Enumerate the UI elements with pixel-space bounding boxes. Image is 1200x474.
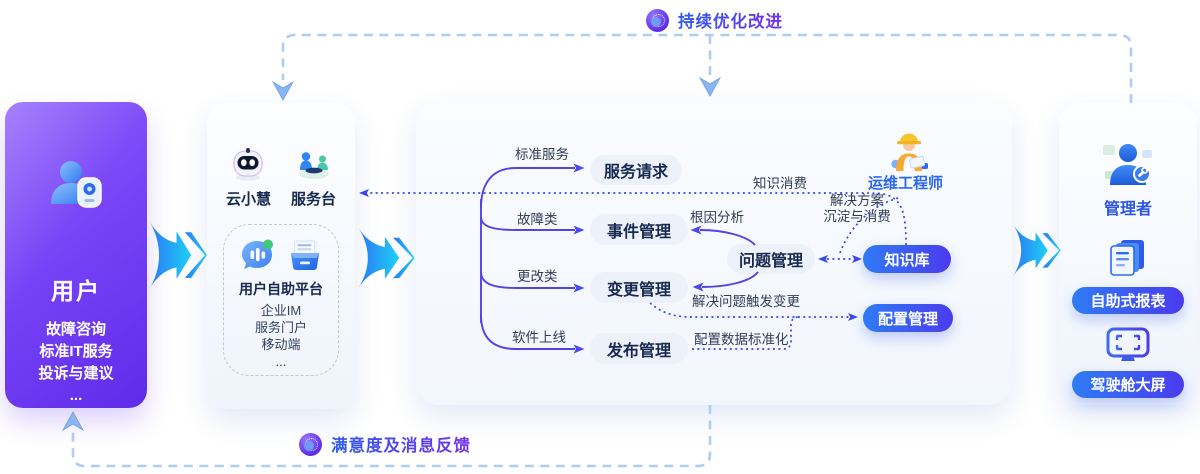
self-service-item: 企业IM [260, 303, 302, 318]
admin-icon [1103, 144, 1152, 185]
service-desk-label: 服务台 [291, 191, 337, 208]
optimize-icon [646, 8, 669, 32]
platform-panel: 云小慧 服务台 [207, 103, 355, 409]
label-trigger-change: 解决问题触发变更 [692, 294, 800, 309]
assistant-group: 云小慧 [226, 147, 271, 209]
service-desk-group: 服务台 [291, 147, 336, 209]
screen-pill: 驾驶舱大屏 [1072, 371, 1184, 398]
engineer-label: 运维工程师 [868, 175, 944, 192]
engineer-icon [891, 133, 928, 171]
bottom-loop-arrowhead-user [61, 411, 85, 432]
problem-mgmt-pill: 问题管理 [727, 244, 815, 274]
reports-icon [1110, 240, 1144, 276]
dashboard-screen-icon [1106, 327, 1150, 361]
self-service-item: 移动端 [261, 337, 301, 352]
service-desk-icon [298, 152, 329, 179]
incident-mgmt-pill: 事件管理 [590, 214, 688, 245]
top-loop-badge: 持续优化改进 [646, 8, 783, 32]
self-service-item-ellipsis: ... [275, 354, 287, 369]
feedback-icon [299, 432, 322, 456]
assistant-label: 云小慧 [225, 191, 271, 208]
branch-label-change: 更改类 [517, 269, 558, 284]
user-panel-items: 故障咨询 标准IT服务 投诉与建议 ... [38, 319, 113, 407]
chat-icon [242, 239, 273, 269]
branch-label-software-launch: 软件上线 [512, 330, 566, 345]
user-item: 投诉与建议 [38, 365, 114, 382]
bottom-loop-label: 满意度及消息反馈 [331, 432, 471, 456]
top-loop-label: 持续优化改进 [678, 8, 783, 32]
admin-panel: 管理者 自助式报表 驾驶舱大屏 [1059, 103, 1197, 405]
user-icon [51, 161, 102, 208]
user-item-ellipsis: ... [69, 387, 83, 404]
label-solution-sediment: 解决方案 沉淀与消费 [812, 193, 902, 225]
arrow-process-admin [1013, 225, 1061, 276]
arrow-user-platform [149, 221, 207, 289]
config-mgmt-pill: 配置管理 [863, 304, 953, 332]
top-loop-line [281, 33, 1133, 103]
user-panel-title: 用户 [51, 278, 101, 304]
user-item: 标准IT服务 [39, 343, 113, 360]
branch-label-standard-service: 标准服务 [515, 147, 569, 162]
service-request-pill: 服务请求 [590, 155, 682, 185]
robot-icon [233, 148, 264, 181]
label-solution-line2: 沉淀与消费 [823, 209, 891, 224]
drawer-icon [291, 239, 319, 270]
user-panel: 用户 故障咨询 标准IT服务 投诉与建议 ... [5, 102, 147, 408]
change-mgmt-pill: 变更管理 [590, 272, 688, 303]
user-item: 故障咨询 [45, 321, 106, 338]
knowledge-base-pill: 知识库 [863, 245, 951, 273]
label-solution-line1: 解决方案 [830, 193, 884, 208]
report-pill: 自助式报表 [1072, 287, 1184, 314]
label-knowledge-consume: 知识消费 [753, 176, 807, 191]
release-mgmt-pill: 发布管理 [590, 333, 688, 364]
admin-title: 管理者 [1103, 201, 1152, 218]
top-loop-arrowhead-process [698, 76, 722, 97]
label-config-standard: 配置数据标准化 [694, 332, 789, 347]
branch-label-fault: 故障类 [517, 212, 558, 227]
self-service-box: 用户自助平台 企业IM 服务门户 移动端 ... [223, 224, 339, 376]
self-service-title: 用户自助平台 [239, 281, 323, 297]
arrow-platform-process [358, 228, 415, 288]
label-root-cause: 根因分析 [690, 210, 744, 225]
top-loop-arrowhead-platform [271, 80, 295, 101]
bottom-loop-badge: 满意度及消息反馈 [299, 432, 471, 456]
self-service-item: 服务门户 [254, 320, 307, 335]
